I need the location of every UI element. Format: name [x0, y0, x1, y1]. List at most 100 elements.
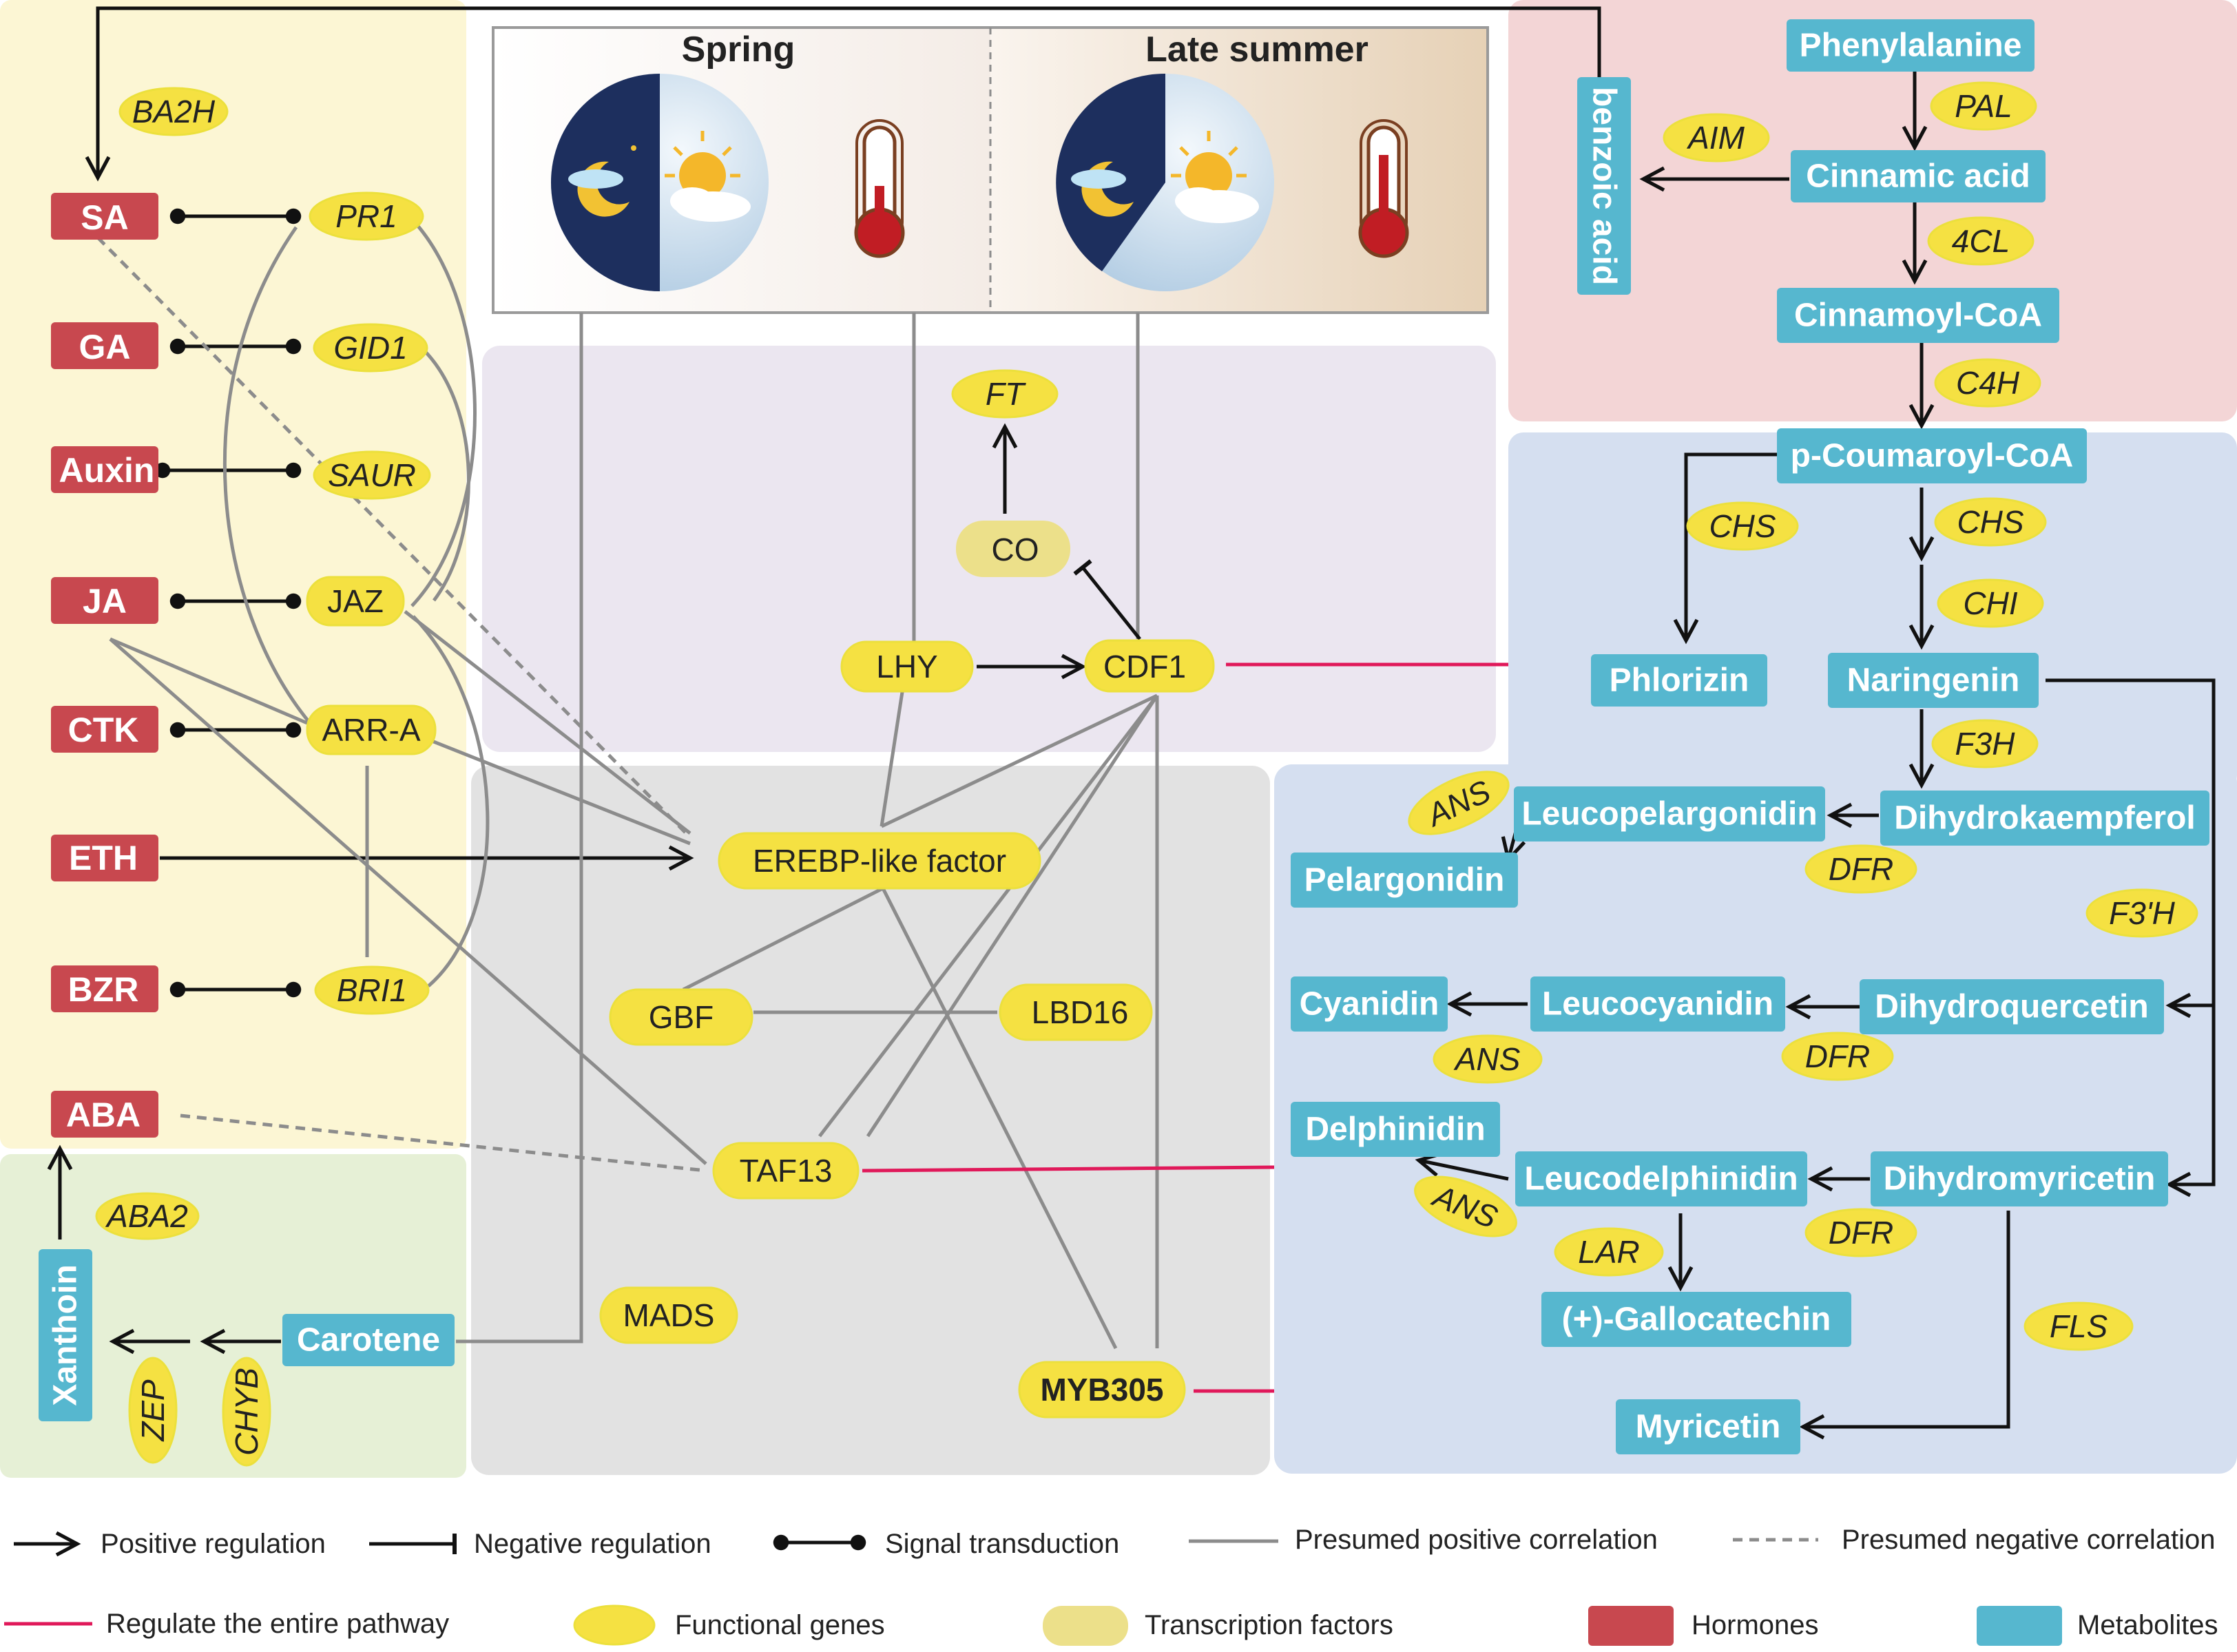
- leucodelphinidin-delphinidin-arrow: [1415, 1151, 1509, 1181]
- legend-functional-label: Functional genes: [675, 1610, 885, 1640]
- cdf1-gbf-line: [818, 694, 1158, 1138]
- metabolite-phenylalanine: Phenylalanine: [1787, 19, 2035, 72]
- gene-pr1: PR1: [309, 191, 424, 241]
- enzyme-lar: LAR: [1554, 1227, 1664, 1277]
- connectors: [47, 6, 2216, 1440]
- legend-signal-label: Signal transduction: [885, 1529, 1119, 1559]
- metabolite-gallocatechin: (+)-Gallocatechin: [1541, 1292, 1851, 1347]
- hormone-sa: SA: [51, 193, 158, 240]
- tf-co-group: CO: [956, 521, 1070, 577]
- metabolite-myricetin: Myricetin: [1616, 1399, 1800, 1454]
- arra-erebp-line: [421, 735, 691, 846]
- enzyme-dfr-cyanidin-label: DFR: [1805, 1038, 1871, 1074]
- metabolite-dihydromyricetin: Dihydromyricetin: [1871, 1151, 2168, 1206]
- legend-tf-label: Transcription factors: [1145, 1610, 1393, 1640]
- legend-neg-corr-label: Presumed negative correlation: [1842, 1525, 2216, 1555]
- hormone-auxin: Auxin: [51, 446, 158, 493]
- spring-carotene-line: [456, 313, 583, 1343]
- metabolite-cinnamoyl-coa: Cinnamoyl-CoA: [1777, 288, 2059, 343]
- taf13-pathway-line: [862, 1165, 1275, 1173]
- ja-taf13-line: [109, 638, 707, 1165]
- tf-myb305-label: MYB305: [1041, 1372, 1164, 1408]
- hormone-ctk: CTK: [51, 706, 158, 753]
- gene-pr1-label: PR1: [335, 198, 397, 234]
- legend-negative-regulation: Negative regulation: [369, 1529, 711, 1559]
- gene-zep: ZEP: [128, 1357, 178, 1464]
- hormone-bzr-label: BZR: [68, 970, 139, 1009]
- hormone-ja: JA: [51, 577, 158, 624]
- metabolite-xanthoin-label: Xanthoin: [48, 1264, 84, 1405]
- tf-lhy-label: LHY: [876, 649, 937, 684]
- tf-myb305: MYB305: [1018, 1361, 1186, 1419]
- enzyme-aim: AIM: [1663, 113, 1770, 163]
- legend-metabolites-label: Metabolites: [2077, 1610, 2218, 1640]
- gene-ba2h-label: BA2H: [132, 94, 216, 129]
- enzyme-4cl-label: 4CL: [1952, 223, 2010, 259]
- metabolite-phenylalanine-label: Phenylalanine: [1800, 28, 2022, 64]
- legend-positive-label: Positive regulation: [101, 1529, 326, 1559]
- enzyme-c4h-label: C4H: [1956, 365, 2020, 401]
- enzyme-pal: PAL: [1930, 81, 2037, 131]
- metabolite-dihydrokaempferol: Dihydrokaempferol: [1880, 791, 2209, 846]
- metabolite-naringenin-label: Naringenin: [1847, 662, 2020, 699]
- enzyme-f3prime-h-label: F3'H: [2109, 895, 2175, 931]
- tf-cdf1: CDF1: [1084, 639, 1215, 693]
- metabolite-gallocatechin-label: (+)-Gallocatechin: [1562, 1301, 1831, 1338]
- tf-lbd16: LBD16: [999, 983, 1153, 1041]
- legend-metabolites: Metabolites: [1977, 1606, 2218, 1646]
- enzyme-f3h-label: F3H: [1955, 726, 2016, 762]
- gene-zep-label: ZEP: [135, 1379, 171, 1442]
- metabolite-dihydrokaempferol-label: Dihydrokaempferol: [1894, 800, 2195, 837]
- spring-day-night-icon: [551, 74, 769, 291]
- sa-erebp-dashed: [96, 236, 691, 839]
- pr1-jaz-curve: [410, 218, 477, 607]
- tf-cdf1-label: CDF1: [1103, 649, 1186, 684]
- pcoumaroyl-phlorizin-arrow: [1673, 452, 1777, 645]
- metabolite-carotene: Carotene: [282, 1314, 455, 1366]
- tf-gbf-label: GBF: [649, 999, 714, 1035]
- hormone-ja-label: JA: [83, 582, 127, 620]
- enzyme-f3h: F3H: [1931, 719, 2039, 769]
- metabolite-dihydroquercetin: Dihydroquercetin: [1860, 979, 2164, 1034]
- metabolite-leucocyanidin: Leucocyanidin: [1530, 976, 1785, 1032]
- hormone-aba-label: ABA: [66, 1096, 141, 1134]
- naringenin-dihydroquercetin-arrow: [2046, 678, 2216, 1018]
- aba-taf13-dashed: [180, 1113, 707, 1173]
- enzyme-ans-cyanidin-label: ANS: [1453, 1041, 1521, 1077]
- transcription-factors: JAZ ARR-A LHY CDF1 EREBP-like factor GBF…: [306, 576, 1215, 1419]
- hormone-ga: GA: [51, 322, 158, 369]
- hormone-eth: ETH: [51, 835, 158, 881]
- legend-hormones-label: Hormones: [1692, 1610, 1819, 1640]
- flavonoid-panel-lower: [1274, 764, 2237, 1474]
- enzyme-chs-branch-label: CHS: [1709, 508, 1776, 544]
- tf-co-label: CO: [992, 532, 1039, 567]
- gid1-jaz-curve: [420, 346, 470, 602]
- ja-arra-line: [110, 637, 308, 725]
- metabolite-leucocyanidin-label: Leucocyanidin: [1542, 986, 1773, 1023]
- late-summer-thermometer-icon: [1358, 119, 1409, 258]
- spring-thermometer-icon: [854, 119, 905, 258]
- metabolites: Xanthoin Carotene benzoic acid Phenylala…: [39, 19, 2209, 1454]
- metabolite-naringenin: Naringenin: [1828, 653, 2039, 708]
- legend-negative-correlation: Presumed negative correlation: [1733, 1525, 2216, 1555]
- tf-arr-a-label: ARR-A: [322, 712, 420, 748]
- tf-taf13-label: TAF13: [740, 1153, 833, 1189]
- tf-mads-label: MADS: [623, 1297, 715, 1333]
- legend-pos-corr-label: Presumed positive correlation: [1295, 1525, 1658, 1555]
- metabolite-phlorizin: Phlorizin: [1591, 654, 1767, 707]
- enzyme-c4h: C4H: [1934, 358, 2041, 408]
- jaz-erebp-line: [404, 610, 691, 835]
- pr1-arra-curve: [222, 226, 311, 724]
- metabolite-delphinidin-label: Delphinidin: [1305, 1111, 1485, 1148]
- flavonoid-panel-upper: [1508, 432, 2237, 791]
- hormone-eth-label: ETH: [69, 839, 138, 877]
- late-summer-day-night-icon: [1056, 73, 1274, 291]
- naringenin-dihydromyricetin-arrow: [2165, 1005, 2216, 1198]
- enzyme-dfr-pelargonidin: DFR: [1804, 844, 1917, 894]
- metabolite-p-coumaroyl-coa-label: p-Coumaroyl-CoA: [1791, 438, 2074, 474]
- tf-arr-a: ARR-A: [306, 704, 437, 755]
- gene-bri1: BRI1: [314, 965, 430, 1015]
- hormone-sa-label: SA: [81, 198, 128, 237]
- hormones: SA GA Auxin JA CTK ETH BZR ABA: [51, 193, 158, 1138]
- hormone-bzr: BZR: [51, 965, 158, 1012]
